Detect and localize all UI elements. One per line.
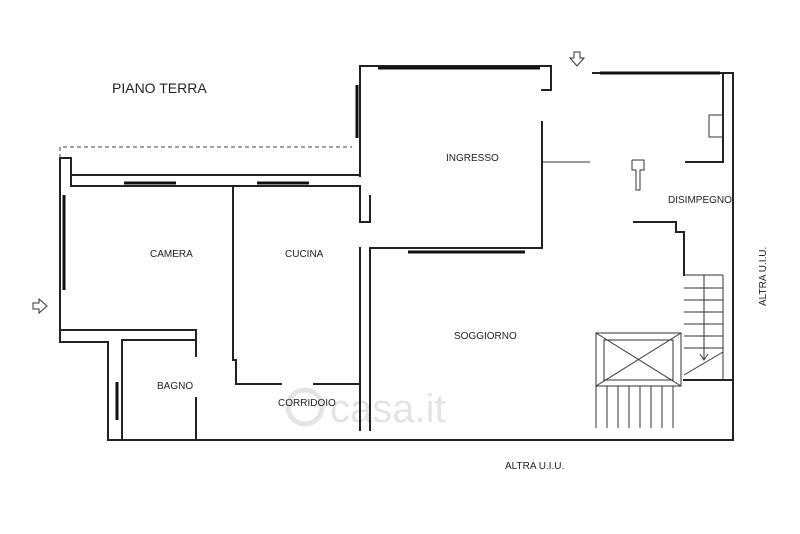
room-label-disimpegno: DISIMPEGNO [668,195,732,206]
watermark: casa.it [285,387,446,431]
neighbor-label-bottom: ALTRA U.I.U. [505,461,564,472]
room-label-soggiorno: SOGGIORNO [454,331,517,342]
right-arrow-icon [32,297,48,315]
staircase [595,274,724,428]
room-label-bagno: BAGNO [157,381,193,392]
room-label-cucina: CUCINA [285,249,324,260]
room-label-camera: CAMERA [150,249,193,260]
watermark-text: casa.it [330,387,446,431]
down-arrow-icon [568,51,586,67]
room-label-ingresso: INGRESSO [446,153,499,164]
terrace-outline [59,146,352,158]
plan-title: PIANO TERRA [112,80,207,96]
neighbor-label-right: ALTRA U.I.U. [758,247,769,306]
interior-walls [59,114,734,441]
room-label-corridoio: CORRIDOIO [278,398,336,409]
windows [62,66,720,420]
